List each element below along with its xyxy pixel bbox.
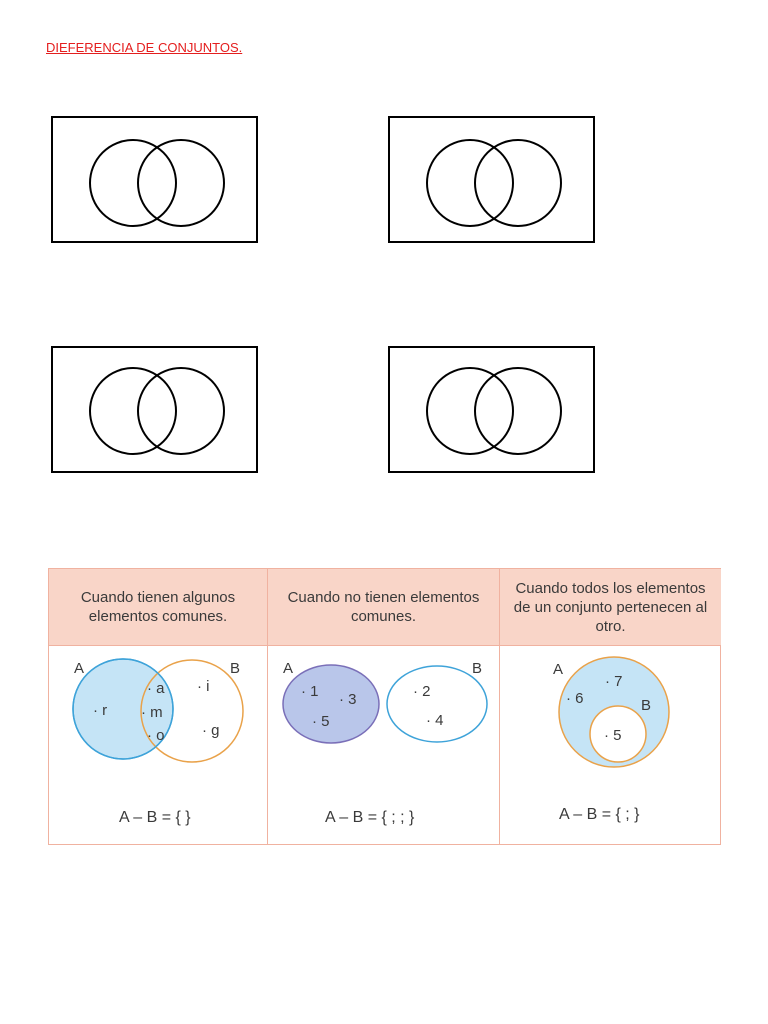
header-common-elements: Cuando tienen algunos elementos comunes. [49,569,267,645]
element-o: · o [147,727,165,744]
header-no-common-elements: Cuando no tienen elementos comunes. [268,569,499,645]
equation-no-common-elements: A – B = { ; ; } [325,809,415,826]
column-divider-1 [267,569,268,844]
element-5: · 5 [312,713,330,730]
venn-common-elements: A B · r · a · m · o · i · g [72,658,244,763]
element-r: · r [93,702,107,719]
set-b-label: B [641,697,651,714]
element-a: · a [147,680,165,697]
venn-diagram-4 [388,346,595,473]
header-subset: Cuando todos los elementos de un conjunt… [500,569,721,645]
set-a-label: A [74,660,84,677]
element-g: · g [202,722,220,739]
element-7: · 7 [605,673,623,690]
element-i: · i [197,678,210,695]
set-difference-table: Cuando tienen algunos elementos comunes.… [48,568,721,845]
element-2: · 2 [413,683,431,700]
set-b-label: B [230,660,240,677]
equation-subset: A – B = { ; } [559,806,640,823]
element-1: · 1 [301,683,319,700]
set-a-label: A [283,660,293,677]
element-6: · 6 [566,690,584,707]
set-b-label: B [472,660,482,677]
venn-no-common-elements: A B · 1 · 3 · 5 · 2 · 4 [282,660,488,744]
element-5: · 5 [604,727,622,744]
column-divider-2 [499,569,500,844]
element-4: · 4 [426,712,444,729]
venn-diagram-2 [388,116,595,243]
element-3: · 3 [339,691,357,708]
venn-diagram-3 [51,346,258,473]
page-title: DIEFERENCIA DE CONJUNTOS. [46,40,243,55]
venn-diagram-1 [51,116,258,243]
venn-subset: A B · 7 · 6 · 5 [553,656,670,768]
element-m: · m [141,704,163,721]
equation-common-elements: A – B = { } [119,809,191,826]
header-divider [49,645,720,646]
set-a-label: A [553,661,563,678]
